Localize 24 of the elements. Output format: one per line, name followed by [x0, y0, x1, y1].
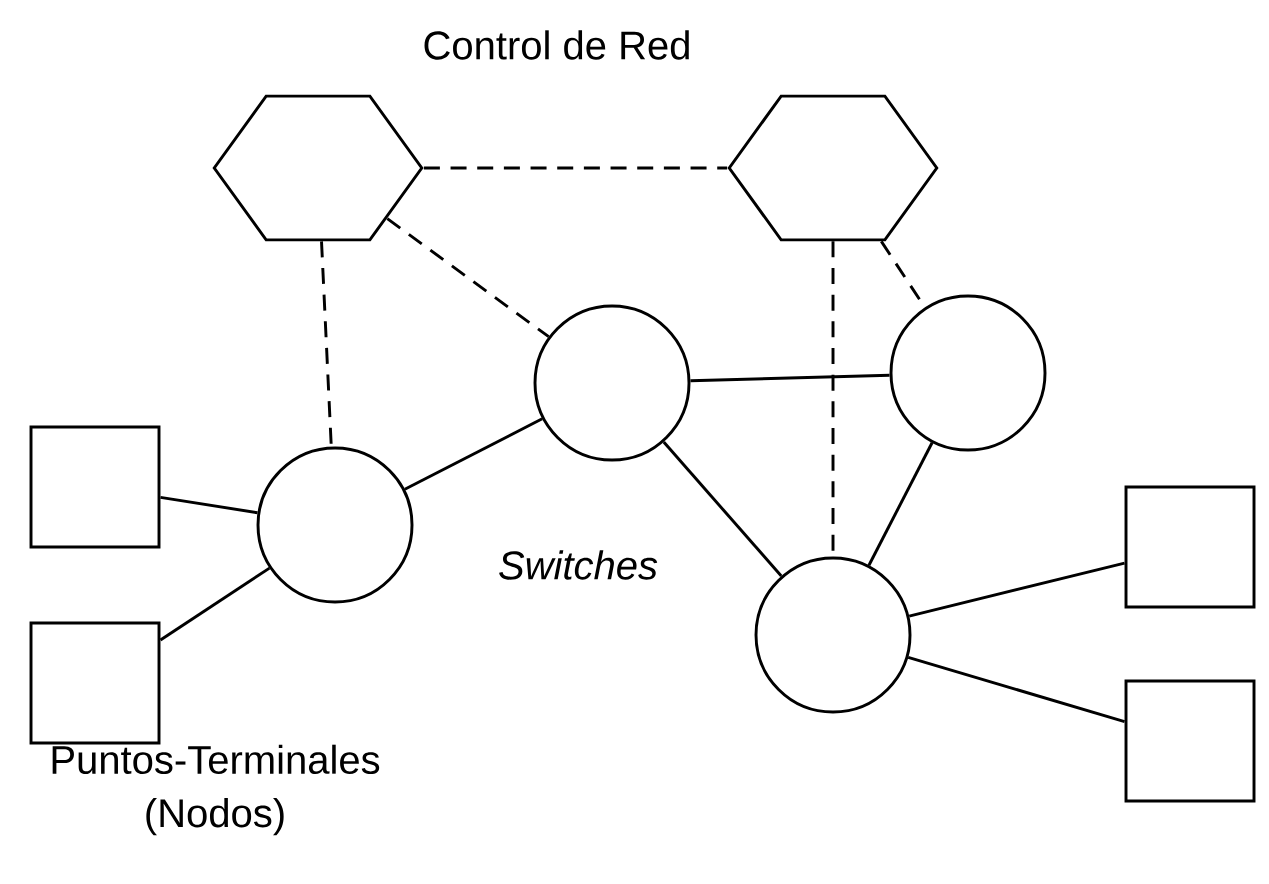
connection-line — [404, 417, 543, 491]
dashed-link — [423, 166, 728, 170]
connection-line — [159, 566, 271, 642]
switch-circle — [754, 556, 912, 714]
dashed-link — [320, 241, 333, 447]
terminal-box — [1124, 485, 1256, 609]
connection-line — [160, 495, 258, 515]
dashed-link — [386, 217, 550, 338]
connection-line — [662, 441, 783, 577]
switch-circle — [889, 294, 1047, 452]
switch-circle — [533, 304, 691, 462]
hexagon-node — [212, 94, 424, 242]
terminal-box — [29, 621, 161, 745]
title-label: Control de Red — [424, 30, 689, 60]
terminal-box — [1124, 679, 1256, 803]
switch-circle — [256, 446, 414, 604]
hexagon-node — [727, 94, 939, 242]
group-label: Switches — [499, 550, 658, 580]
connection-line — [867, 442, 934, 566]
connection-line — [907, 655, 1125, 723]
group-label: Puntos-Terminales (Nodos) — [52, 744, 380, 836]
connection-line — [690, 373, 890, 383]
terminal-box — [29, 425, 161, 549]
connection-line — [908, 561, 1125, 618]
